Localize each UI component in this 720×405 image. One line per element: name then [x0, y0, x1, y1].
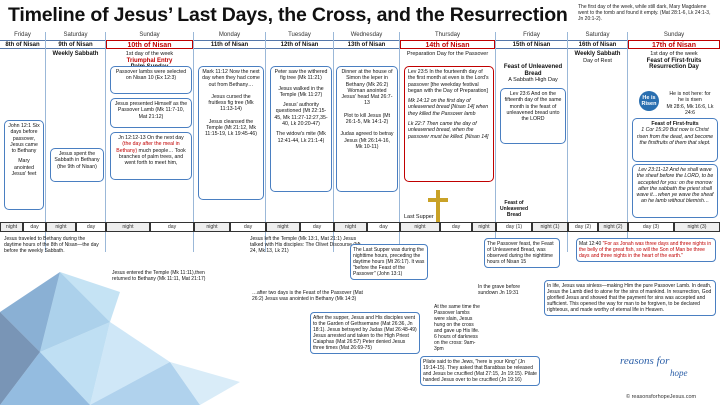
copyright: © reasonsforhopeJesus.com [626, 394, 697, 400]
day-col-15: Friday 15th of Nisan [496, 32, 568, 252]
logo: reasons for hope [618, 350, 708, 384]
dow-label: Tuesday [288, 32, 311, 38]
box-plot-to-kill: Dinner at the house of Simon the leper i… [336, 66, 398, 192]
nisan-label: 16th of Nisan [568, 40, 627, 49]
nisan-label: 11th of Nisan [194, 40, 265, 49]
ub-label-small: Feast of Unleavened Bread [499, 200, 529, 218]
timeline-cell: night (3) [675, 223, 719, 231]
timeline-cell: day (1) [497, 223, 531, 231]
box-fig-tree: Mark 11:12 Now the next day when they ha… [198, 66, 264, 200]
note-on-cross: At the same time the Passover lambs were… [434, 304, 480, 352]
timeline-cell: night [1, 223, 22, 231]
timeline-cell: night (1) [533, 223, 567, 231]
day-sub2: Feast of First-fruits [646, 57, 702, 64]
timeline-cell: day [151, 223, 193, 231]
svg-text:reasons for: reasons for [620, 355, 670, 367]
day-sub2: Triumphal Entry [126, 57, 173, 64]
box-not-here: He is not here: for he is risen Mt 28:6,… [662, 88, 718, 116]
timeline-cell: night [195, 223, 229, 231]
nisan-label: 8th of Nisan [0, 40, 45, 49]
box-unleavened-bread: Lev 23:6 And on the fifteenth day of the… [500, 88, 566, 144]
timeline-cell: day (3) [629, 223, 673, 231]
day-col-13: Wednesday 13th of Nisan [334, 32, 400, 252]
note-travel-bethany: Jesus traveled to Bethany during the day… [4, 236, 99, 254]
dow-label: Saturday [585, 32, 610, 38]
note-left-temple: Jesus left the Temple (Mk 13:1, Mat 21:1… [250, 236, 361, 254]
note-two-days: …after two days is the Feast of the Pass… [252, 290, 363, 302]
timeline-cell: night [401, 223, 439, 231]
day-col-8: Friday 8th of Nisan [0, 32, 46, 252]
he-is-risen-badge: He is Risen [639, 91, 659, 111]
timeline-cell: night [473, 223, 495, 231]
timeline-cell: day [24, 223, 45, 231]
box-passover-lamb: Jesus presented Himself as the Passover … [110, 98, 192, 128]
note-sinless: In life, Jesus was sinless—making Him th… [544, 280, 716, 316]
box-preparation-day: Lev 23:5 In the fourteenth day of the fi… [404, 66, 494, 182]
logo-mark: reasons for hope [620, 355, 688, 378]
box-sabbath: Jesus spent the Sabbath in Bethany (the … [50, 148, 104, 182]
nisan-label: 9th of Nisan [46, 40, 105, 49]
timeline-cell: day [231, 223, 265, 231]
note-entered-temple: Jesus entered the Temple (Mk 11:11),then… [112, 270, 206, 282]
page-title: Timeline of Jesus’ Last Days, the Cross,… [8, 4, 568, 26]
dow-label: Sunday [663, 32, 685, 38]
box-bethany: John 12:1 Six days before passover, Jesu… [4, 120, 44, 210]
timeline-cell: night (2) [599, 223, 627, 231]
day-sub2: Day of Rest [583, 57, 612, 64]
nisan-label: 13th of Nisan [334, 40, 399, 49]
days-grid: Friday 8th of Nisan Saturday 9th of Nisa… [0, 32, 720, 272]
timeline-cell: day [301, 223, 333, 231]
timeline-cell: night [47, 223, 75, 231]
timeline-cell: night [267, 223, 299, 231]
timeline-cell: day [77, 223, 105, 231]
day-sub: Weekly Sabbath [574, 51, 621, 57]
timeline-cell: day [441, 223, 471, 231]
note-passover-feast: The Passover feast, the Feast of Unleave… [484, 238, 560, 268]
cross-icon [428, 190, 448, 222]
nisan-label: 14th of Nisan [400, 40, 495, 49]
day-sub: Weekly Sabbath [52, 51, 99, 57]
nisan-label: 17th of Nisan [628, 40, 720, 49]
timeline-cell: night [335, 223, 366, 231]
last-supper-label: Last Supper [404, 214, 434, 220]
day-sub: 1st day of the week [650, 51, 698, 57]
note-jonah: Mat 12:40 "For as Jonah was three days a… [576, 238, 716, 262]
timeline-cell: day [368, 223, 399, 231]
day-col-11: Monday 11th of Nisan [194, 32, 266, 252]
ub-title: Feast of Unleavened Bread [503, 64, 563, 77]
dow-label: Friday [523, 32, 540, 38]
top-note: The first day of the week, while still d… [578, 4, 711, 22]
day-col-14: Thursday 14th of Nisan Preparation Day f… [400, 32, 496, 252]
timeline-cell: night [107, 223, 149, 231]
box-firstfruits: Feast of First-fruits 1 Cor 15:20 But no… [632, 118, 718, 162]
dow-label: Saturday [63, 32, 88, 38]
nisan-label: 15th of Nisan [496, 40, 567, 49]
box-wave-sheaf: Lev 23:11-12 And he shall wave the sheaf… [632, 164, 718, 218]
day-col-12: Tuesday 12th of Nisan [266, 32, 334, 252]
dow-label: Friday [14, 32, 31, 38]
box-lambs-selected: Passover lambs were selected on Nisan 10… [110, 66, 192, 94]
note-in-grave: In the grave before sundown Jn 19:31 [478, 284, 520, 296]
box-temple-questions: Peter saw the withered fig tree (Mk 11:2… [270, 66, 332, 192]
day-col-9: Saturday 9th of Nisan Weekly Sabbath [46, 32, 106, 252]
nisan-label: 10th of Nisan [106, 40, 193, 49]
day-sub: Preparation Day for the Passover [406, 51, 489, 57]
dow-label: Wednesday [350, 32, 383, 38]
note-gethsemane: After the supper, Jesus and His disciple… [310, 312, 420, 354]
decorative-triangles [0, 272, 240, 405]
dow-label: Monday [218, 32, 241, 38]
dow-label: Thursday [434, 32, 460, 38]
dow-label: Sunday [139, 32, 160, 38]
nisan-label: 12th of Nisan [266, 40, 333, 49]
ub-sub: A Sabbath High Day [508, 77, 558, 83]
day-sub3: Resurrection Day [649, 64, 699, 70]
svg-text:hope: hope [670, 368, 688, 378]
timeline-cell: day (2) [569, 223, 597, 231]
note-pilate: Pilate said to the Jews, "here is your K… [420, 356, 540, 386]
day-sub: 1st day of the week [125, 51, 174, 57]
note-last-supper: The Last Supper was during the nighttime… [350, 244, 428, 280]
box-palm-branches: Jn 12:12-13 On the next day (the day aft… [110, 132, 192, 180]
